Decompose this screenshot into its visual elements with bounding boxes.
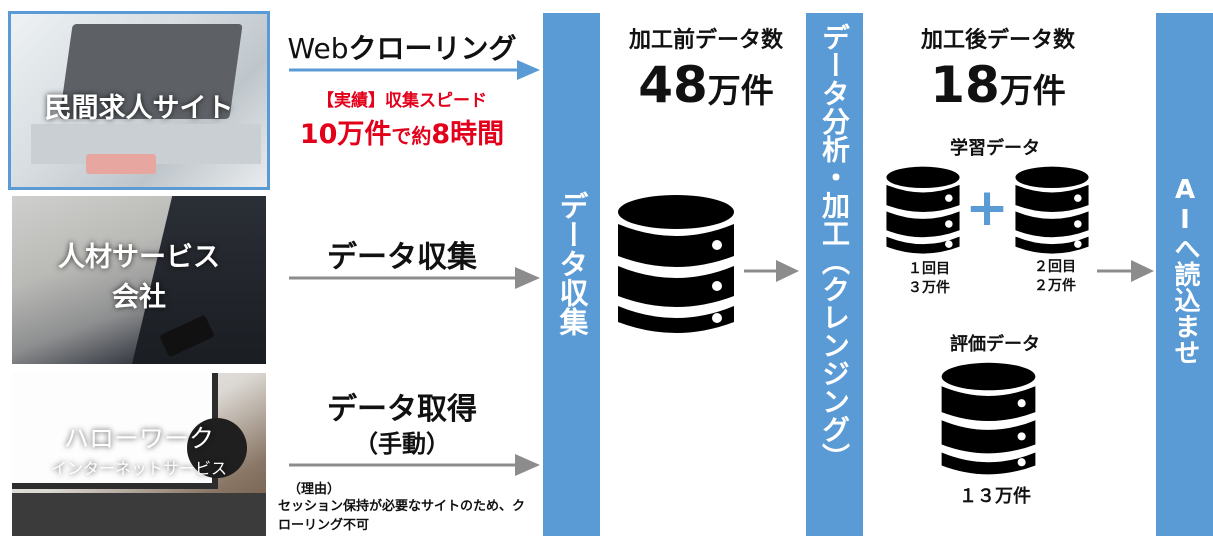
source-label: 人材サービス 会社 xyxy=(12,238,266,318)
source-label: 民間求人サイト xyxy=(44,93,234,124)
crawl-speed-b: で約 xyxy=(391,124,432,148)
arrow-right-icon xyxy=(1097,260,1154,282)
collect-title: データ収集 xyxy=(327,240,477,275)
round2-label: ２回目 ２万件 xyxy=(1016,258,1094,296)
database-icon xyxy=(618,195,734,333)
crawl-title-prefix: Web xyxy=(287,32,349,65)
laptop-screen-graphic xyxy=(12,373,218,489)
manual-title: データ取得 xyxy=(327,392,477,427)
analysis-band-label: データ分析・加工（クレンジング） xyxy=(818,23,851,471)
arrow-right-icon xyxy=(744,260,799,282)
manual-reason-head: （理由） xyxy=(288,482,341,497)
plus-icon: + xyxy=(965,178,1009,238)
crawl-title: Webクローリング xyxy=(282,27,522,67)
notebook-graphic xyxy=(86,154,156,174)
round2-line1: ２回目 xyxy=(1034,259,1076,275)
source-label-line2: 会社 xyxy=(112,282,166,313)
before-count: 48万件 xyxy=(608,56,804,114)
crawl-arrow-icon xyxy=(289,60,540,80)
database-icon xyxy=(1015,166,1089,254)
collection-band-label: データ収集 xyxy=(555,191,589,336)
source-label-line1: 人材サービス xyxy=(58,242,220,273)
collect-arrow-icon xyxy=(289,267,540,289)
manual-arrow-icon xyxy=(289,454,540,476)
after-count-number: 18 xyxy=(930,56,1000,114)
training-title: 学習データ xyxy=(950,138,1040,159)
before-title: 加工前データ数 xyxy=(628,28,783,53)
after-count: 18万件 xyxy=(880,56,1116,114)
load-band: AIへ読込ませ xyxy=(1156,13,1213,536)
after-title: 加工後データ数 xyxy=(920,28,1075,53)
crawl-speed-c: 8時間 xyxy=(431,119,505,150)
source-label-line1: ハローワーク xyxy=(63,424,214,453)
database-icon xyxy=(941,362,1036,475)
round2-line2: ２万件 xyxy=(1034,278,1076,294)
round1-label: １回目 ３万件 xyxy=(890,260,968,298)
source-label-line2: インターネットサービス xyxy=(50,459,227,478)
source-staffing-companies: 人材サービス 会社 xyxy=(12,196,266,364)
crawl-result-label: 【実績】収集スピード xyxy=(317,91,487,111)
before-count-unit: 万件 xyxy=(707,71,774,110)
round1-line2: ３万件 xyxy=(908,280,950,296)
after-count-unit: 万件 xyxy=(999,71,1066,110)
crawl-title-main: クローリング xyxy=(348,32,517,65)
load-band-label: AIへ読込ませ xyxy=(1170,175,1200,365)
database-icon xyxy=(886,166,960,254)
eval-count: １３万件 xyxy=(959,486,1031,507)
analysis-band: データ分析・加工（クレンジング） xyxy=(806,13,863,536)
keyboard-graphic xyxy=(12,493,266,536)
collection-band: データ収集 xyxy=(543,13,600,536)
source-hello-work: ハローワーク インターネットサービス xyxy=(12,373,266,536)
round1-line1: １回目 xyxy=(908,261,950,277)
source-label: ハローワーク インターネットサービス xyxy=(12,419,266,479)
camera-lens-graphic xyxy=(187,418,247,478)
crawl-speed-a: 10万件 xyxy=(299,119,392,150)
source-private-job-sites: 民間求人サイト xyxy=(8,11,270,190)
before-count-number: 48 xyxy=(638,56,708,114)
manual-subtitle: （手動） xyxy=(354,430,450,458)
crawl-speed: 10万件で約8時間 xyxy=(272,112,532,151)
manual-reason-body: セッション保持が必要なサイトのため、クローリング不可 xyxy=(278,499,526,533)
eval-title: 評価データ xyxy=(950,334,1040,355)
